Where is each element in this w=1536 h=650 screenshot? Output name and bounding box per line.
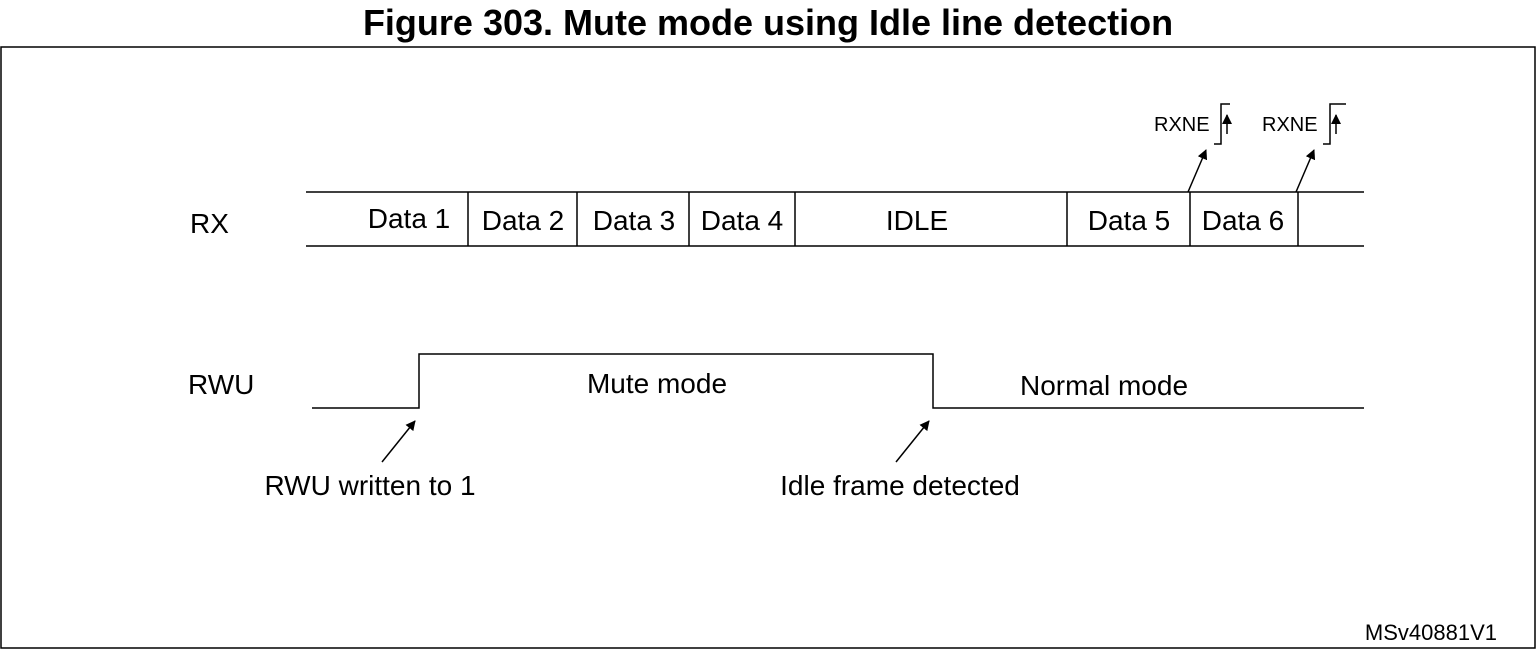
rwu-written-arrow [381, 420, 416, 463]
rx-signal-label: RX [190, 208, 229, 239]
frame-label-data-6: Data 6 [1202, 205, 1285, 236]
mute-mode-label: Mute mode [587, 368, 727, 399]
rwu-signal-label: RWU [188, 369, 254, 400]
frame-label-data-2: Data 2 [482, 205, 565, 236]
frame-label-data-4: Data 4 [701, 205, 784, 236]
rxne-flag-label: RXNE [1262, 114, 1318, 136]
rxne-rising-edge-icon [1323, 103, 1346, 145]
figure-title: Figure 303. Mute mode using Idle line de… [362, 2, 1174, 43]
rxne-flag-label: RXNE [1154, 114, 1210, 136]
rxne-rising-edge-icon [1214, 103, 1230, 145]
normal-mode-label: Normal mode [1020, 370, 1188, 401]
rxne-trigger-arrow [1295, 149, 1316, 193]
figure-border [0, 46, 1536, 649]
frame-label-data-3: Data 3 [593, 205, 676, 236]
figure-reference-id: MSv40881V1 [1365, 620, 1497, 645]
rwu-waveform [312, 353, 1364, 409]
idle-detected-annotation: Idle frame detected [780, 470, 1020, 501]
frame-label-idle: IDLE [886, 205, 948, 236]
idle-detected-arrow [895, 420, 930, 463]
frame-label-data-1: Data 1 [368, 203, 451, 234]
rxne-trigger-arrow [1187, 149, 1208, 193]
rwu-written-annotation: RWU written to 1 [264, 470, 475, 501]
frame-label-data-5: Data 5 [1088, 205, 1171, 236]
